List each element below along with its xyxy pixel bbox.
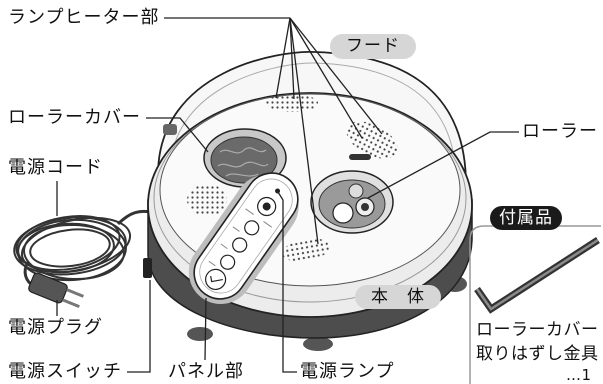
leader-roller <box>367 131 519 199</box>
hood-pill <box>330 34 416 59</box>
panel-button <box>205 268 227 291</box>
label-power-lamp: 電源ランプ <box>300 361 395 382</box>
label-power-switch: 電源スイッチ <box>8 361 122 382</box>
label-main-body: 本 体 <box>371 287 425 307</box>
label-hood: フード <box>346 36 400 56</box>
accessory-quantity: …1 <box>566 366 592 384</box>
power-cord-to-body <box>116 209 151 226</box>
roller-cover <box>203 128 287 188</box>
panel-button <box>244 220 260 236</box>
hex-wrench-icon <box>474 237 600 314</box>
leader-lamp-heater <box>164 17 383 245</box>
leader-power-switch <box>127 280 151 373</box>
accessory-heading-pill <box>490 206 562 230</box>
roller <box>310 170 394 234</box>
label-power-plug: 電源プラグ <box>8 317 103 338</box>
power-cord-coil <box>13 215 132 282</box>
lamp-heater-grilles <box>187 94 398 262</box>
power-plug <box>28 272 85 308</box>
accessory-box <box>469 225 601 384</box>
leader-roller-cover <box>146 117 209 153</box>
label-lamp-heater: ランプヒーター部 <box>8 7 160 28</box>
accessory-item-line2: 取りはずし金具 <box>476 344 599 364</box>
label-roller: ローラー <box>522 121 598 142</box>
body-slot <box>349 154 371 160</box>
leader-power-lamp <box>277 191 297 373</box>
label-power-cord: 電源コード <box>8 157 103 178</box>
power-switch <box>143 258 152 278</box>
leader-panel <box>204 297 207 361</box>
main-body-pill <box>355 285 441 309</box>
accessory-heading: 付属品 <box>499 208 553 228</box>
panel-button <box>220 254 236 270</box>
panel-button <box>232 237 248 253</box>
accessory-item-line1: ローラーカバー <box>476 320 599 340</box>
label-roller-cover: ローラーカバー <box>8 107 141 128</box>
control-panel <box>188 172 299 305</box>
label-panel: パネル部 <box>168 361 244 382</box>
